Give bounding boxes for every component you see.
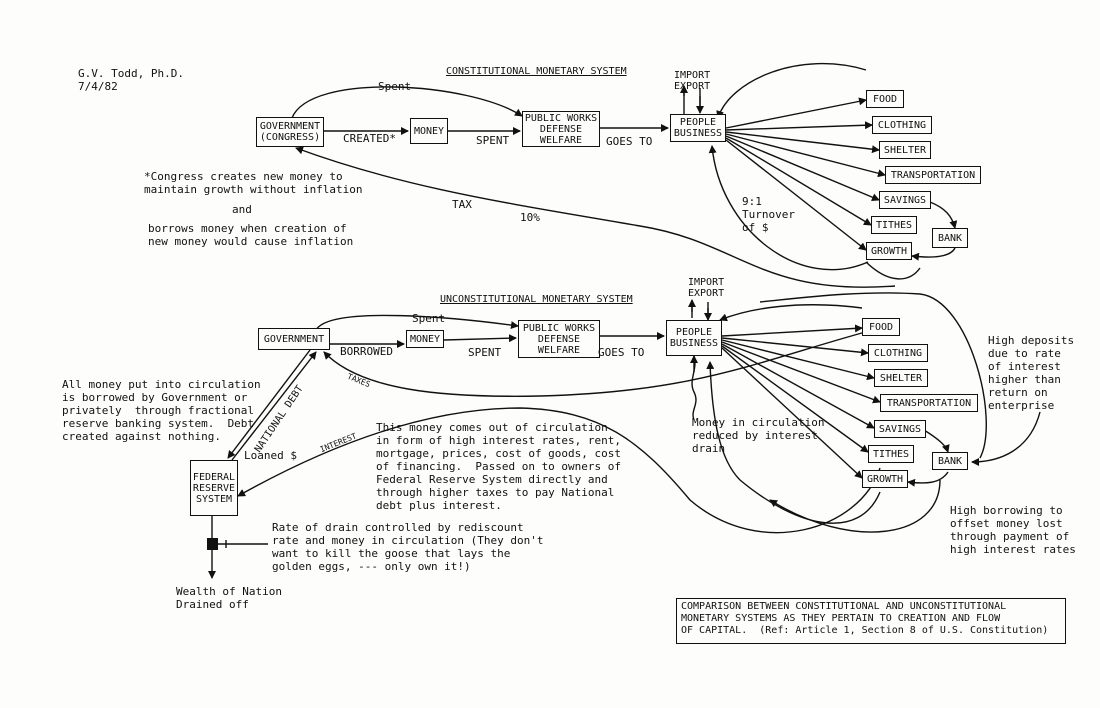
fan-transportation-top [725,133,886,178]
bottom-money-box: MONEY [406,330,444,348]
bottom-transportation-box: TRANSPORTATION [880,394,978,412]
top-goes-to-label: GOES TO [606,135,653,148]
loop-savings-bank-top [929,201,958,229]
bottom-clothing-box: CLOTHING [868,344,928,362]
top-created-label: CREATED* [343,132,396,145]
top-tithes-box: TITHES [871,216,917,234]
top-title: CONSTITUTIONAL MONETARY SYSTEM [446,66,627,77]
top-public-works-box: PUBLIC WORKS DEFENSE WELFARE [522,111,600,147]
bottom-government-box: GOVERNMENT [258,328,330,350]
author-name: G.V. Todd, Ph.D. [78,67,184,80]
top-shelter-box: SHELTER [879,141,931,159]
drain-squiggle [691,355,697,421]
top-growth-box: GROWTH [866,242,912,260]
top-food-box: FOOD [866,90,904,108]
bottom-food-box: FOOD [862,318,900,336]
bottom-growth-box: GROWTH [862,470,908,488]
bottom-people-business-box: PEOPLE BUSINESS [666,320,722,356]
fan-shelter-top [725,131,880,154]
bottom-title: UNCONSTITUTIONAL MONETARY SYSTEM [440,294,633,305]
top-money-box: MONEY [410,118,448,144]
federal-reserve-box: FEDERAL RESERVE SYSTEM [190,460,238,516]
top-turnover-label: 9:1 Turnover of $ [742,195,795,234]
loop-food-people-top [716,62,867,119]
bottom-borrowed-label: BORROWED [340,345,393,358]
bottom-goes-to-label: GOES TO [598,346,645,359]
bottom-spent-label: SPENT [468,346,502,359]
fan-clothing-top [725,121,873,131]
fan-shelter-bottom [721,339,875,381]
top-government-box: GOVERNMENT (CONGRESS) [256,117,324,147]
top-transportation-box: TRANSPORTATION [885,166,981,184]
deposits-note: High deposits due to rate of interest hi… [988,334,1075,412]
fan-transportation-bottom [721,341,881,404]
top-note-2: borrows money when creation of new money… [148,222,354,248]
loop-food-people-bottom [719,304,863,322]
connector-import-export-top [683,88,701,116]
loop-savings-bank-bottom [923,429,950,453]
drain-note: Money in circulation reduced by interest… [692,416,825,455]
loop-deposits-bank [971,411,1041,466]
top-clothing-box: CLOTHING [872,116,932,134]
top-spent-label: SPENT [476,134,510,147]
fan-food-bottom [721,324,863,337]
center-note: This money comes out of circulation in f… [376,421,622,512]
top-bank-box: BANK [932,228,968,248]
loop-bank-growth-top [911,247,956,261]
comparison-text: COMPARISON BETWEEN CONSTITUTIONAL AND UN… [681,601,1049,636]
bottom-savings-box: SAVINGS [874,420,926,438]
bottom-bank-box: BANK [932,452,968,470]
loop-bank-growth-bottom [907,471,949,487]
valve-icon [207,538,218,550]
interest-label: INTEREST [318,431,358,455]
rate-note: Rate of drain controlled by rediscount r… [272,521,544,573]
top-note-1: *Congress creates new money to maintain … [144,170,363,196]
loop-top-outer [865,261,921,280]
top-import-export: IMPORT EXPORT [674,70,711,92]
bottom-import-export: IMPORT EXPORT [688,277,725,299]
bottom-spent-arc-label: Spent [412,312,446,325]
top-tax-label: TAX [452,198,472,211]
comparison-box: COMPARISON BETWEEN CONSTITUTIONAL AND UN… [676,598,1066,644]
loaned-label: Loaned $ [244,449,297,462]
borrowing-note: High borrowing to offset money lost thro… [950,504,1076,556]
bottom-tithes-box: TITHES [868,445,914,463]
loop-outer-bottom [769,479,941,533]
top-spent-arc-label: Spent [378,80,412,93]
top-note-and: and [232,203,252,216]
connector-import-export-bottom [691,302,709,318]
fan-savings-top [725,135,880,201]
left-note: All money put into circulation is borrow… [62,378,261,443]
bottom-shelter-box: SHELTER [874,369,928,387]
top-savings-box: SAVINGS [879,191,931,209]
author-date: 7/4/82 [78,80,118,93]
fan-clothing-bottom [721,337,869,357]
top-tax-pct: 10% [520,211,540,224]
taxes-label: TAXES [345,371,372,390]
connector-tax-arc-top [295,146,896,288]
fan-growth-bottom [721,347,863,479]
top-people-business-box: PEOPLE BUSINESS [670,114,726,142]
bottom-public-works-box: PUBLIC WORKS DEFENSE WELFARE [518,320,600,358]
wealth-note: Wealth of Nation Drained off [176,585,282,611]
fan-food-top [725,97,867,129]
connector-money-publicworks-bottom [443,334,517,343]
